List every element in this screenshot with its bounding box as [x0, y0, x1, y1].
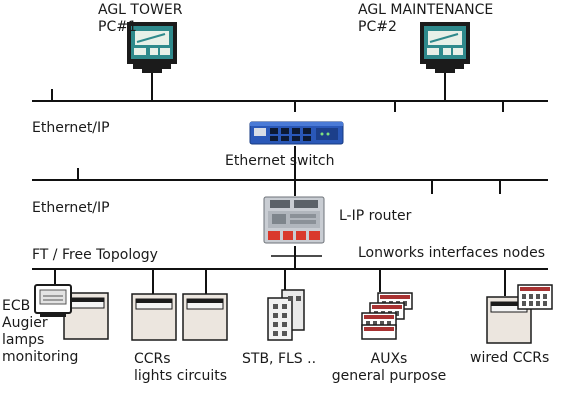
stb-fls-module-icon: [267, 289, 305, 341]
pc1-name-label: AGL TOWER: [98, 2, 183, 18]
ccr-panel-icon: [131, 293, 177, 341]
lip-router-icon: [263, 196, 325, 244]
wired-ccr-icon: [486, 284, 553, 344]
node-ecb-label: ECB Augier lamps monitoring: [2, 298, 79, 365]
lonworks-label: Lonworks interfaces nodes: [358, 245, 546, 261]
ethernet-bottom-label: Ethernet/IP: [32, 200, 110, 216]
node-aux-label: AUXs general purpose: [331, 351, 447, 384]
ecb-monitoring-device-icon: [34, 284, 109, 340]
node-ccr-label: CCRs lights circuits: [134, 351, 228, 384]
network-lines: [32, 72, 548, 296]
ccr-panel-icon: [182, 293, 228, 341]
ethernet-switch-icon: [249, 121, 344, 145]
pc1-id-label: PC#1: [98, 19, 137, 35]
pc2-monitor-icon: [420, 22, 470, 73]
ethernet-top-label: Ethernet/IP: [32, 120, 110, 136]
aux-module-icon: [361, 292, 413, 340]
pc2-name-label: AGL MAINTENANCE: [358, 2, 494, 18]
ethernet-switch-label: Ethernet switch: [225, 153, 335, 169]
pc1-monitor-icon: [127, 22, 177, 73]
ft-topology-label: FT / Free Topology: [32, 247, 158, 263]
node-stb-fls-label: STB, FLS ..: [242, 351, 317, 367]
lip-router-label: L-IP router: [339, 208, 412, 224]
node-wired-ccr-label: wired CCRs: [470, 350, 550, 366]
pc2-id-label: PC#2: [358, 19, 397, 35]
